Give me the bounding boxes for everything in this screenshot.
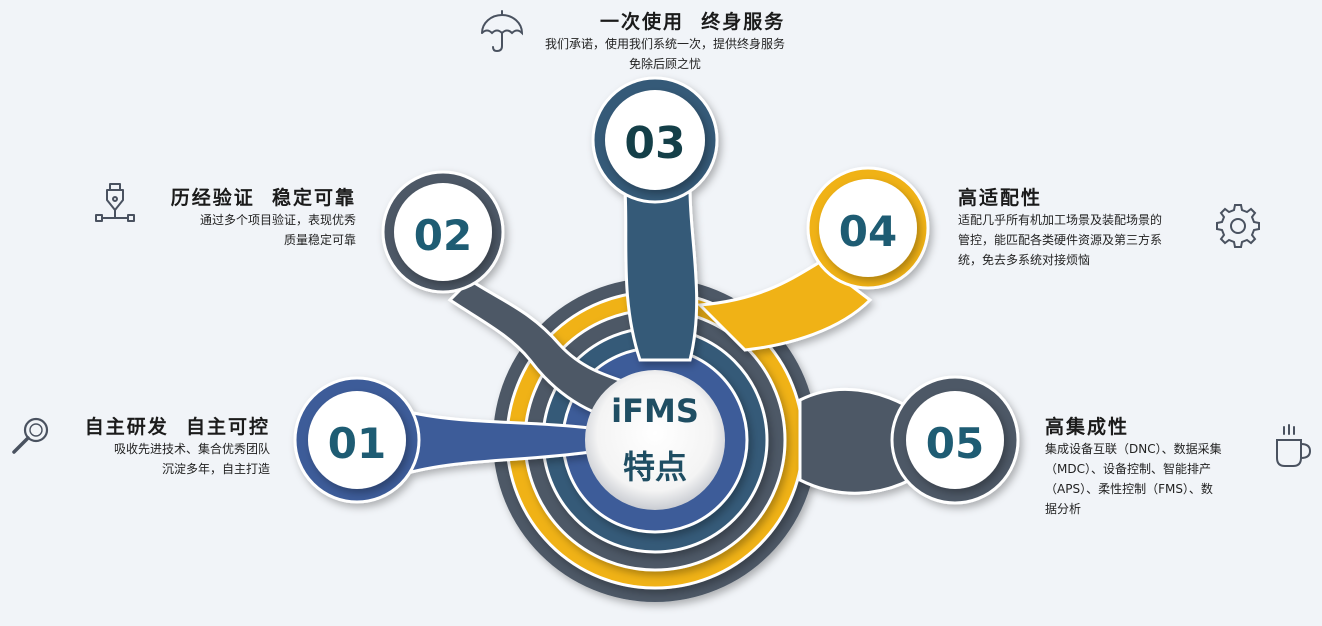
feature-04-desc-3: 统，免去多系统对接烦恼: [958, 253, 1091, 267]
number-05: 05: [926, 419, 984, 468]
pen-nib-icon: [95, 183, 135, 222]
feature-05: 高集成性 集成设备互联（DNC）、数据采集 （MDC）、设备控制、智能排产 （A…: [1045, 415, 1255, 519]
coffee-cup-icon: [1276, 424, 1312, 467]
feature-02-desc-1: 通过多个项目验证，表现优秀: [199, 213, 356, 227]
feature-03-title: 一次使用 终身服务: [600, 11, 786, 33]
feature-02: 历经验证 稳定可靠 通过多个项目验证，表现优秀 质量稳定可靠: [171, 186, 356, 250]
feature-04-title: 高适配性: [958, 187, 1043, 209]
feature-02-desc-2: 质量稳定可靠: [283, 233, 356, 247]
feature-04-desc-2: 管控，能匹配各类硬件资源及第三方系: [958, 233, 1163, 247]
feature-04: 高适配性 适配几乎所有机加工场景及装配场景的 管控，能匹配各类硬件资源及第三方系…: [958, 186, 1188, 270]
feature-05-desc-4: 据分析: [1045, 502, 1082, 516]
gear-icon: [1216, 204, 1260, 248]
umbrella-icon: [481, 10, 524, 53]
magnifier-icon: [12, 417, 49, 454]
feature-01-desc-1: 吸收先进技术、集合优秀团队: [113, 442, 270, 456]
number-01: 01: [328, 419, 386, 468]
feature-05-desc-3: （APS）、柔性控制（FMS）、数: [1045, 482, 1213, 496]
center-line2: 特点: [623, 448, 687, 486]
number-03: 03: [624, 118, 685, 169]
feature-05-title: 高集成性: [1045, 416, 1130, 438]
feature-05-desc-1: 集成设备互联（DNC）、数据采集: [1045, 442, 1222, 456]
feature-01-desc-2: 沉淀多年，自主打造: [161, 462, 270, 476]
feature-02-title: 历经验证 稳定可靠: [170, 187, 356, 209]
feature-01: 自主研发 自主可控 吸收先进技术、集合优秀团队 沉淀多年，自主打造: [85, 415, 270, 479]
feature-04-desc-1: 适配几乎所有机加工场景及装配场景的: [958, 213, 1163, 227]
number-04: 04: [839, 207, 897, 256]
center-line1: iFMS: [611, 392, 699, 430]
number-02: 02: [414, 211, 472, 260]
feature-03-desc-1: 我们承诺，使用我们系统一次，提供终身服务: [544, 37, 785, 51]
feature-03: 一次使用 终身服务 我们承诺，使用我们系统一次，提供终身服务 免除后顾之忧: [530, 10, 800, 74]
feature-05-desc-2: （MDC）、设备控制、智能排产: [1045, 462, 1211, 476]
center-bubble: [585, 370, 725, 510]
number-bubbles: [308, 90, 1004, 489]
feature-01-title: 自主研发 自主可控: [84, 416, 270, 438]
feature-03-desc-2: 免除后顾之忧: [628, 57, 701, 71]
